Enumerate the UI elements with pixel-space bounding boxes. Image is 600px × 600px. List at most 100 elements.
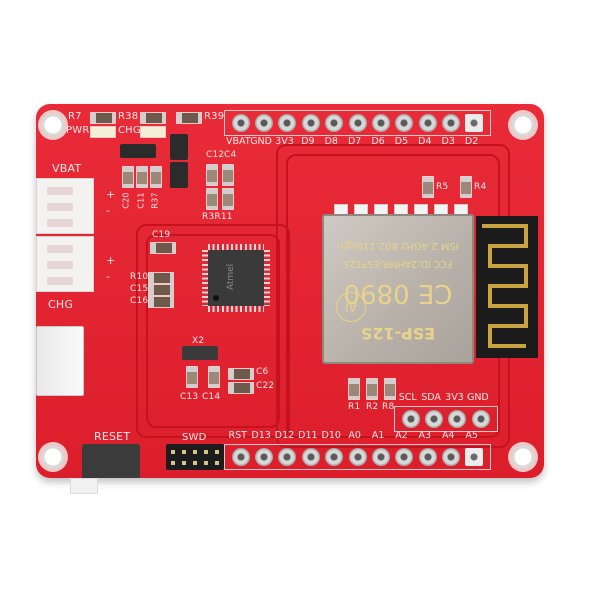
pin-label: A5 [465, 430, 478, 441]
resistor-r37 [150, 166, 162, 188]
header-pin-d4[interactable] [418, 114, 437, 132]
resistor-r8 [384, 378, 396, 400]
capacitor-c16 [148, 296, 174, 308]
diode [120, 144, 156, 158]
pcb-board: R7 R38 R39 PWR CHG C12 C4 R3R11 C20 C11 … [36, 104, 544, 478]
swd-header[interactable] [166, 444, 224, 470]
mcu-chip: Atmel [208, 250, 264, 306]
label-c6: C6 [256, 367, 269, 377]
label-x2: X2 [192, 336, 205, 346]
pin1-dot [213, 295, 219, 301]
resistor-r4 [460, 176, 472, 198]
swd-pin [182, 449, 187, 454]
chg-connector[interactable] [36, 236, 94, 292]
label-vbat: VBAT [52, 162, 82, 175]
bottom-header-labels: RST D13 D12 D11 D10 A0 A1 A2 A3 A4 A5 [226, 430, 483, 441]
swd-pin [171, 449, 176, 454]
header-pin-a1[interactable] [371, 448, 390, 466]
trace [146, 234, 280, 428]
header-pin-d6[interactable] [371, 114, 390, 132]
header-pin-d9[interactable] [301, 114, 320, 132]
reset-button[interactable] [82, 444, 140, 478]
header-pin-d13[interactable] [255, 448, 274, 466]
header-pin-gnd[interactable] [255, 114, 274, 132]
swd-pin [203, 460, 208, 465]
esp-line-1: ESP-12S [360, 324, 436, 343]
label-reset: RESET [94, 430, 131, 443]
pin-label: D7 [347, 136, 362, 147]
crystal-x2 [182, 346, 218, 360]
swd-pin [182, 460, 187, 465]
pin-label: D6 [371, 136, 385, 147]
i2c-pin-scl[interactable] [401, 410, 420, 428]
i2c-pin-sda[interactable] [425, 410, 444, 428]
label-r39: R39 [204, 111, 225, 122]
label-c15: C15 [130, 284, 149, 294]
header-pin-d12[interactable] [278, 448, 297, 466]
resistor-r7 [90, 112, 116, 124]
led-pwr [90, 126, 116, 138]
capacitor-c15 [148, 284, 174, 296]
i2c-pin-gnd[interactable] [471, 410, 490, 428]
resistor-r2 [366, 378, 378, 400]
header-pin-d3[interactable] [442, 114, 461, 132]
header-pin-d7[interactable] [348, 114, 367, 132]
header-pin-vbat[interactable] [231, 114, 250, 132]
label-r11: R11 [214, 212, 233, 222]
pin-label: D12 [274, 430, 295, 441]
label-c11: C11 [136, 192, 146, 209]
capacitor-c11 [136, 166, 148, 188]
regulator-ic-2 [170, 162, 188, 188]
swd-pin [192, 449, 197, 454]
header-pin-a4[interactable] [442, 448, 461, 466]
regulator-ic-1 [170, 134, 188, 160]
label-c16: C16 [130, 296, 149, 306]
micro-usb-port[interactable] [36, 326, 84, 396]
swd-pin [192, 460, 197, 465]
label-c22: C22 [256, 381, 275, 391]
top-pin-header [224, 110, 492, 136]
capacitor-c22 [228, 382, 254, 394]
resistor-r38 [140, 112, 166, 124]
pin-label: D4 [418, 136, 432, 147]
label-r37: R37 [150, 192, 160, 209]
pin-label: D2 [464, 136, 479, 147]
label-r1: R1 [348, 402, 361, 412]
pin-label: D11 [298, 430, 318, 441]
header-pin-a3[interactable] [418, 448, 437, 466]
resistor-r11 [222, 188, 234, 210]
i2c-header [394, 406, 498, 432]
header-pin-a2[interactable] [395, 448, 414, 466]
resistor-r3 [206, 188, 218, 210]
esp-brand-logo: AI [336, 292, 366, 322]
header-pin-d5[interactable] [395, 114, 414, 132]
header-pin-d11[interactable] [301, 448, 320, 466]
header-pin-rst[interactable] [231, 448, 250, 466]
pin-label: A0 [348, 430, 361, 441]
pin-label: A2 [395, 430, 408, 441]
led-chg [140, 126, 166, 138]
header-pin-d8[interactable] [325, 114, 344, 132]
header-pin-a0[interactable] [348, 448, 367, 466]
top-header-labels: VBAT GND 3V3 D9 D8 D7 D6 D5 D4 D3 D2 [226, 136, 483, 147]
header-pin-d10[interactable] [325, 448, 344, 466]
connector-slot [47, 203, 73, 211]
resistor-r1 [348, 378, 360, 400]
mount-hole-bottom-right [508, 442, 538, 472]
header-pin-d2[interactable] [465, 114, 484, 132]
header-pin-a5[interactable] [465, 448, 484, 466]
i2c-pin-3v3[interactable] [448, 410, 467, 428]
header-pin-3v3[interactable] [278, 114, 297, 132]
vbat-connector[interactable] [36, 178, 94, 234]
pin-label: A4 [441, 430, 455, 441]
i2c-label-3v3: 3V3 [445, 392, 464, 403]
capacitor-c20 [122, 166, 134, 188]
label-pwr-led: PWR [66, 125, 90, 136]
i2c-label-sda: SDA [421, 392, 441, 403]
label-chg-minus: - [106, 270, 111, 283]
esp-line-4: ISM 2.4GHz 802.11b/g/n [337, 240, 459, 251]
swd-pin [203, 449, 208, 454]
connector-slot [47, 219, 73, 227]
reset-button-actuator[interactable] [70, 478, 98, 494]
resistor-r10 [148, 272, 174, 284]
